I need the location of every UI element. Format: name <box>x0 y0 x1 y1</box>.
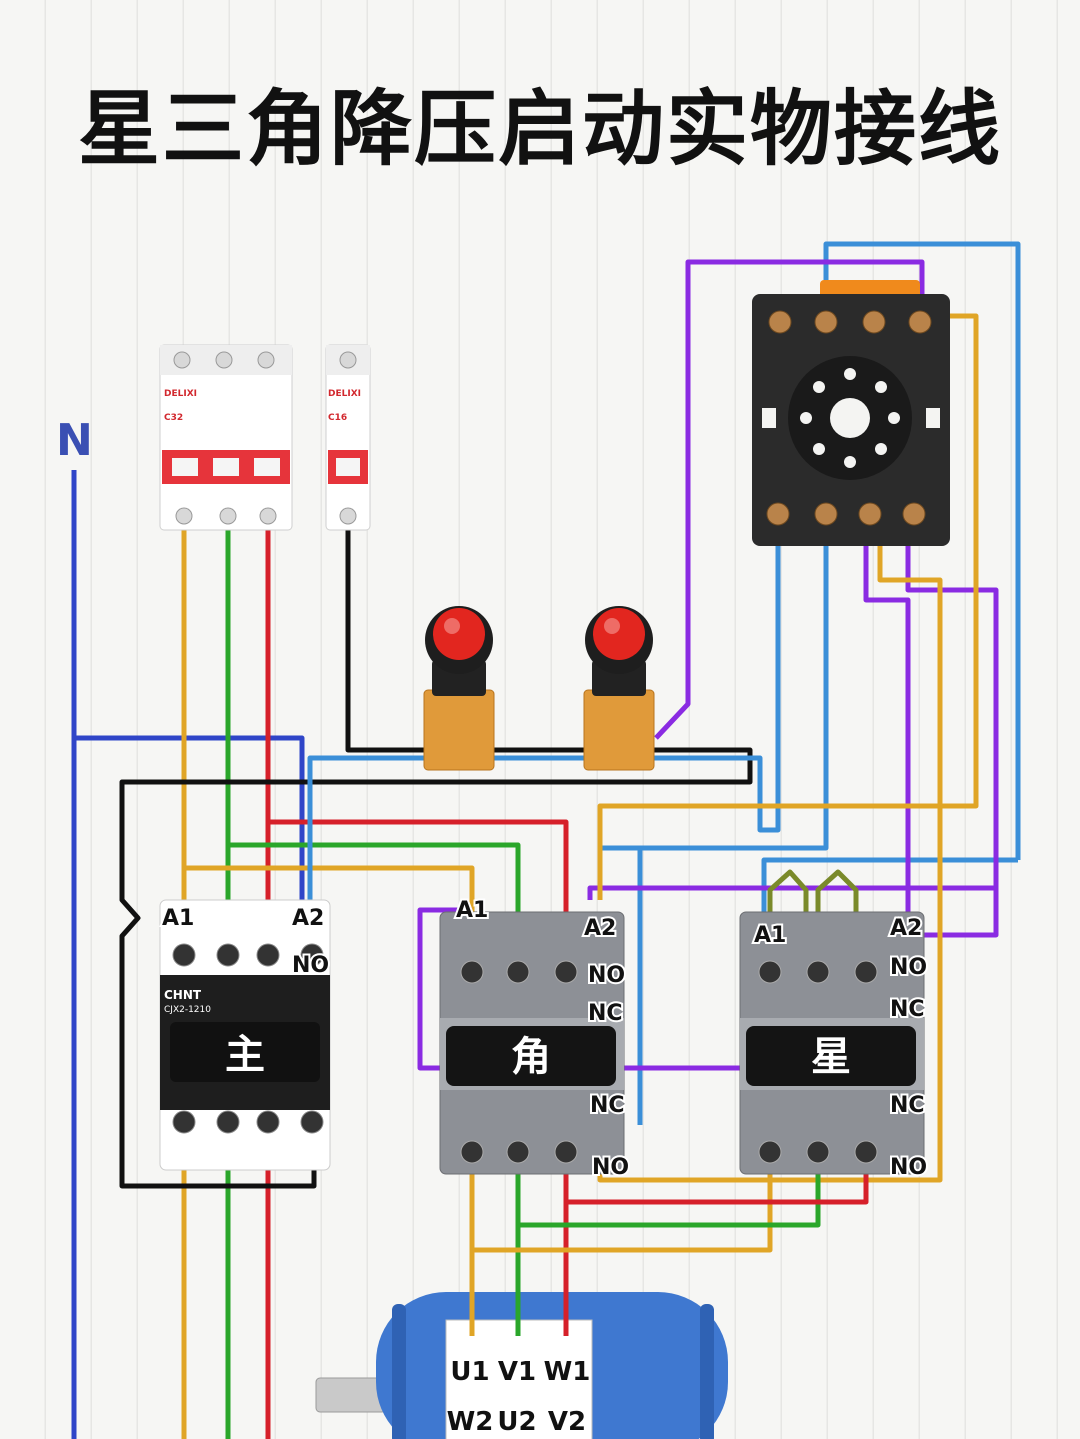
motor-terminal-u1: U1 <box>450 1357 489 1387</box>
page-title: 星三角降压启动实物接线 <box>77 82 1002 177</box>
screw-icon <box>175 507 193 525</box>
screw-icon <box>256 1110 280 1134</box>
main-contactor-brand: CHNT <box>164 988 202 1002</box>
screw-icon <box>172 943 196 967</box>
screw-icon <box>215 351 233 369</box>
screw-icon <box>216 1110 240 1134</box>
neutral-label: N <box>56 415 93 466</box>
screw-icon <box>854 1140 878 1164</box>
screw-icon <box>814 310 838 334</box>
start-button-cap[interactable] <box>593 608 645 660</box>
timer-orange-loop-wire <box>597 313 979 900</box>
star-out-u-wire <box>472 1150 773 1253</box>
start-button[interactable] <box>583 606 655 771</box>
screw-icon <box>257 351 275 369</box>
start-to-timer-purple-wire <box>654 259 925 740</box>
control-breaker-rating: C16 <box>328 413 347 423</box>
motor-terminal-u2: U2 <box>497 1407 536 1437</box>
main-breaker[interactable]: DELIXI C32 <box>159 344 293 531</box>
screw-icon <box>862 310 886 334</box>
main-contactor: CHNT CJX2-1210 主 <box>159 899 331 1171</box>
screw-icon <box>172 1110 196 1134</box>
main-no-label: NO <box>292 953 329 978</box>
screw-icon <box>806 960 830 984</box>
screw-icon <box>908 310 932 334</box>
screw-icon <box>460 1140 484 1164</box>
star-a1-blue-wire <box>761 857 1018 930</box>
main-breaker-rating: C32 <box>164 413 183 423</box>
delta-a2-purple-wire <box>587 885 996 900</box>
breaker-toggle[interactable] <box>213 458 239 476</box>
control-breaker[interactable]: DELIXI C16 <box>325 344 371 531</box>
motor-terminal-v2: V2 <box>548 1407 586 1437</box>
star-contactor: 星 <box>739 911 925 1175</box>
delta-nc-bottom-label: NC <box>590 1093 625 1118</box>
timer-nc-purple-wire <box>863 520 911 1125</box>
screw-icon <box>554 1140 578 1164</box>
screw-icon <box>460 960 484 984</box>
motor-terminal-box <box>445 1319 593 1439</box>
screw-icon <box>554 960 578 984</box>
breaker-toggle[interactable] <box>336 458 360 476</box>
delta-no-bottom-label: NO <box>592 1155 629 1180</box>
screw-icon <box>506 1140 530 1164</box>
star-a2-label: A2 <box>890 916 922 941</box>
stop-button[interactable] <box>423 606 495 771</box>
screw-icon <box>339 507 357 525</box>
screw-icon <box>766 502 790 526</box>
screw-icon <box>858 502 882 526</box>
screw-icon <box>173 351 191 369</box>
screw-icon <box>806 1140 830 1164</box>
screw-icon <box>259 507 277 525</box>
screw-icon <box>814 502 838 526</box>
delta-nc-top-label: NC <box>588 1001 623 1026</box>
star-contactor-name: 星 <box>811 1034 851 1080</box>
screw-icon <box>219 507 237 525</box>
star-nc-top-label: NC <box>890 997 925 1022</box>
main-breaker-brand: DELIXI <box>164 389 197 399</box>
main-contactor-name: 主 <box>225 1032 265 1078</box>
breaker-toggle[interactable] <box>172 458 198 476</box>
screw-icon <box>339 351 357 369</box>
main-contactor-model: CJX2-1210 <box>164 1005 211 1015</box>
screw-icon <box>768 310 792 334</box>
screw-icon <box>506 960 530 984</box>
motor-shaft <box>315 1377 387 1413</box>
screw-icon <box>758 960 782 984</box>
screw-icon <box>256 943 280 967</box>
screw-icon <box>902 502 926 526</box>
timer-to-star-a2-wire <box>905 520 999 938</box>
motor-terminal-w2: W2 <box>447 1407 494 1437</box>
delta-contactor: 角 <box>439 911 625 1175</box>
star-no-top-label: NO <box>890 955 927 980</box>
neutral-to-main-a2-wire <box>74 735 305 912</box>
star-nc-bottom-label: NC <box>890 1093 925 1118</box>
delta-no-top-label: NO <box>588 963 625 988</box>
stop-button-cap[interactable] <box>433 608 485 660</box>
star-a1-label: A1 <box>754 923 786 948</box>
star-no-bottom-label: NO <box>890 1155 927 1180</box>
timer-supply-wire <box>307 520 781 905</box>
screw-icon <box>216 943 240 967</box>
delta-a1-label: A1 <box>456 898 488 923</box>
motor-terminal-v1: V1 <box>498 1357 536 1387</box>
motor-terminal-w1: W1 <box>544 1357 591 1387</box>
delta-a2-label: A2 <box>584 916 616 941</box>
control-breaker-brand: DELIXI <box>328 389 361 399</box>
main-a1-label: A1 <box>162 906 194 931</box>
screw-icon <box>758 1140 782 1164</box>
screw-icon <box>300 1110 324 1134</box>
screw-icon <box>854 960 878 984</box>
screw-icon <box>300 943 324 967</box>
breaker-toggle[interactable] <box>254 458 280 476</box>
delta-contactor-name: 角 <box>511 1034 551 1080</box>
star-out-v-wire <box>518 1150 821 1228</box>
motor: U1 V1 W1 W2 U2 V2 <box>315 1292 728 1439</box>
main-a2-label: A2 <box>292 906 324 931</box>
timer-relay-socket <box>752 280 950 546</box>
